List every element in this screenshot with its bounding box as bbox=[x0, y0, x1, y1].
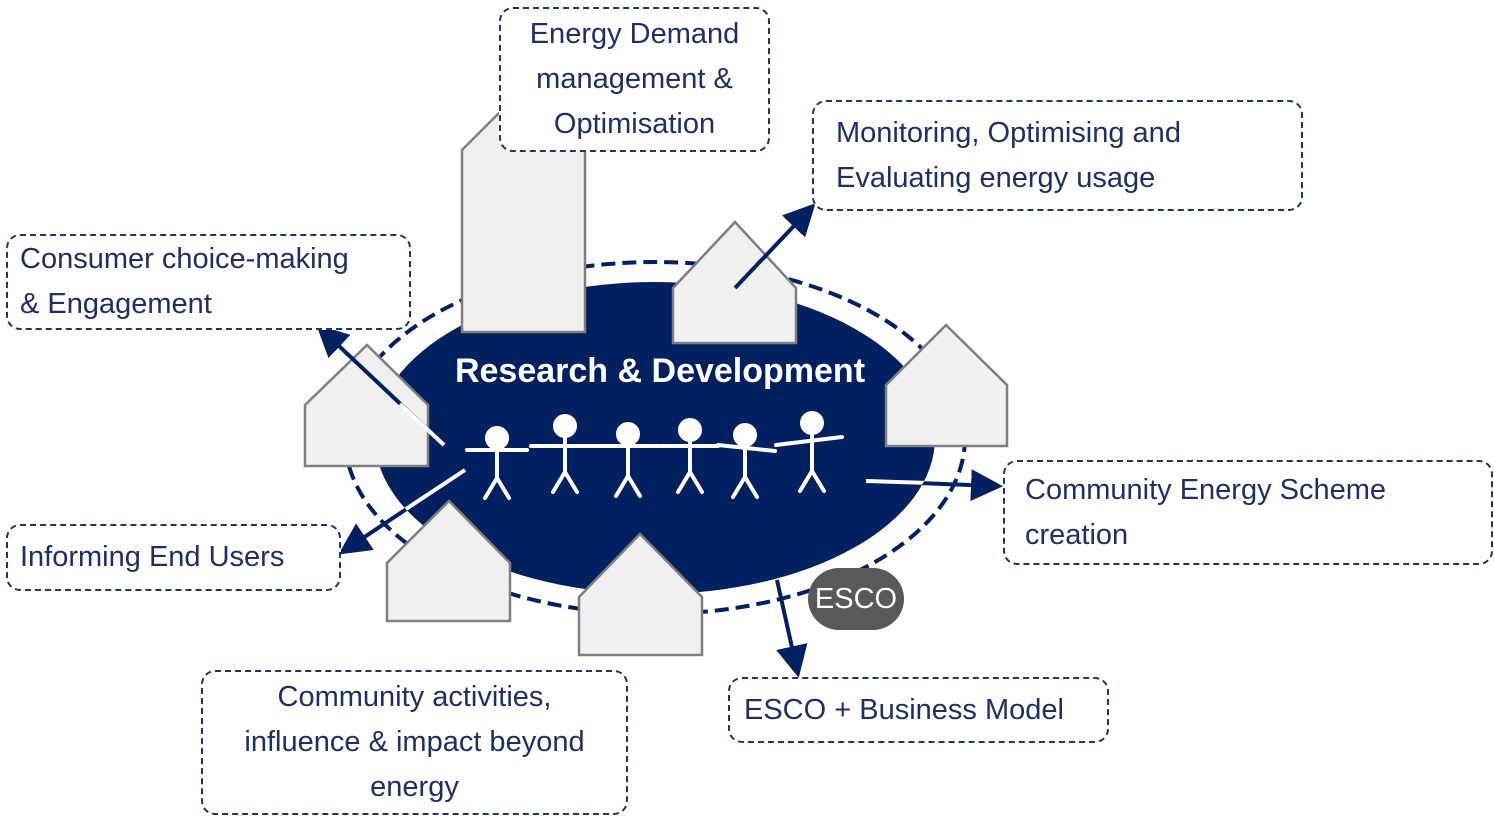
box-esco-model: ESCO + Business Model bbox=[728, 677, 1109, 743]
people-holding-hands-icon bbox=[465, 411, 844, 500]
house-icon bbox=[385, 499, 512, 623]
house-icon bbox=[671, 220, 798, 345]
house-icon bbox=[884, 323, 1009, 448]
esco-badge: ESCO bbox=[808, 568, 904, 630]
box-line: ESCO + Business Model bbox=[744, 693, 1064, 726]
box-line: Energy Demand bbox=[529, 18, 740, 50]
box-line: Consumer choice-making bbox=[20, 243, 349, 275]
house-icon bbox=[577, 532, 704, 657]
box-consumer: Consumer choice-making & Engagement bbox=[6, 234, 411, 330]
box-community-scheme: Community Energy Scheme creation bbox=[1003, 460, 1493, 565]
box-energy-demand: Energy Demand management & Optimisation bbox=[499, 7, 770, 152]
box-line: energy bbox=[370, 771, 459, 803]
box-line: creation bbox=[1025, 518, 1129, 551]
box-informing: Informing End Users bbox=[6, 524, 341, 591]
box-line: & Engagement bbox=[20, 288, 212, 320]
box-line: Evaluating energy usage bbox=[836, 161, 1156, 194]
box-line: Informing End Users bbox=[20, 541, 285, 573]
arrow-to-monitoring bbox=[733, 203, 816, 290]
box-line: Community activities, bbox=[277, 681, 552, 713]
arrow-to-esco-model bbox=[775, 579, 808, 678]
community-ellipse bbox=[375, 282, 935, 594]
center-title: Research & Development bbox=[454, 352, 866, 390]
box-monitoring: Monitoring, Optimising and Evaluating en… bbox=[812, 100, 1303, 211]
box-line: influence & impact beyond bbox=[244, 726, 585, 758]
box-line: management & bbox=[536, 63, 733, 95]
box-line: Community Energy Scheme bbox=[1025, 473, 1387, 506]
box-community-activities: Community activities, influence & impact… bbox=[201, 670, 628, 815]
box-line: Monitoring, Optimising and bbox=[836, 116, 1181, 149]
box-line: Optimisation bbox=[553, 108, 716, 140]
house-icon bbox=[303, 343, 430, 468]
